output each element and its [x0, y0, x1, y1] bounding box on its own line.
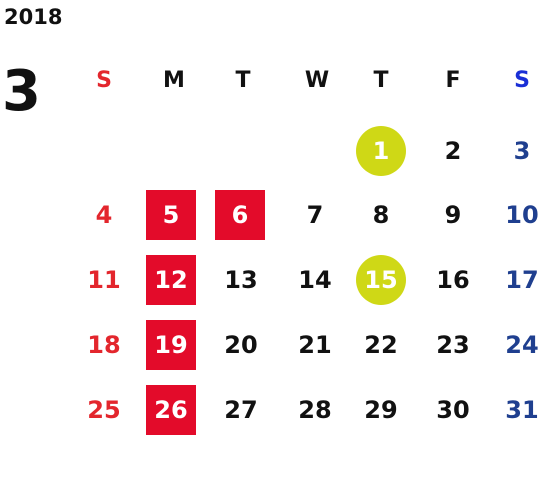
calendar-day-19[interactable]: 19 — [146, 320, 196, 370]
calendar-year: 2018 — [4, 5, 63, 29]
calendar-day-21[interactable]: 21 — [298, 331, 332, 359]
calendar-day-8[interactable]: 8 — [372, 201, 390, 229]
calendar-day-23[interactable]: 23 — [436, 331, 470, 359]
calendar-day-2[interactable]: 2 — [444, 137, 462, 165]
calendar-day-14[interactable]: 14 — [298, 266, 332, 294]
calendar-day-10[interactable]: 10 — [505, 201, 539, 229]
calendar-day-4[interactable]: 4 — [95, 201, 113, 229]
calendar-day-11[interactable]: 11 — [87, 266, 121, 294]
calendar-day-27[interactable]: 27 — [224, 396, 258, 424]
calendar-day-5[interactable]: 5 — [146, 190, 196, 240]
calendar-day-1[interactable]: 1 — [356, 126, 406, 176]
weekday-header-wednesday: W — [304, 68, 330, 93]
calendar-day-26[interactable]: 26 — [146, 385, 196, 435]
calendar-day-30[interactable]: 30 — [436, 396, 470, 424]
calendar-day-15[interactable]: 15 — [356, 255, 406, 305]
calendar-day-18[interactable]: 18 — [87, 331, 121, 359]
calendar-day-16[interactable]: 16 — [436, 266, 470, 294]
calendar-day-29[interactable]: 29 — [364, 396, 398, 424]
weekday-header-sunday: S — [96, 68, 112, 93]
calendar-day-17[interactable]: 17 — [505, 266, 539, 294]
calendar-day-31[interactable]: 31 — [505, 396, 539, 424]
calendar-day-20[interactable]: 20 — [224, 331, 258, 359]
calendar-day-9[interactable]: 9 — [444, 201, 462, 229]
weekday-header-saturday: S — [514, 68, 530, 93]
weekday-header-friday: F — [445, 68, 461, 93]
weekday-header-monday: M — [163, 68, 185, 93]
calendar-day-6[interactable]: 6 — [215, 190, 265, 240]
calendar-day-12[interactable]: 12 — [146, 255, 196, 305]
calendar-day-28[interactable]: 28 — [298, 396, 332, 424]
calendar-day-3[interactable]: 3 — [513, 137, 531, 165]
calendar-day-22[interactable]: 22 — [364, 331, 398, 359]
weekday-header-thursday: T — [373, 68, 389, 93]
calendar-day-7[interactable]: 7 — [306, 201, 324, 229]
calendar-day-24[interactable]: 24 — [505, 331, 539, 359]
calendar-day-25[interactable]: 25 — [87, 396, 121, 424]
calendar-month: 3 — [2, 59, 41, 124]
calendar-day-13[interactable]: 13 — [224, 266, 258, 294]
weekday-header-tuesday: T — [235, 68, 251, 93]
